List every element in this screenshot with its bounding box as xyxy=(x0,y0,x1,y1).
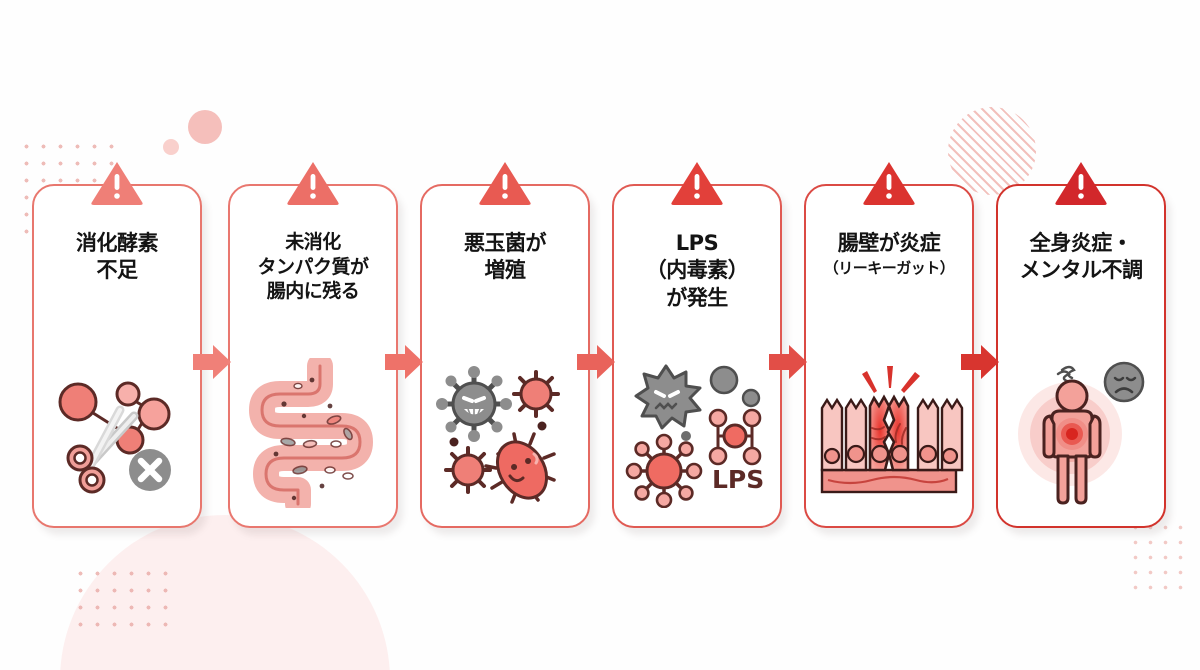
arrow-right-icon-3 xyxy=(577,345,615,379)
scissors-cutting-molecule-icon xyxy=(42,358,192,508)
intestine-icon xyxy=(238,358,388,508)
bad-bacteria-icon xyxy=(430,358,580,508)
flow-step-card-3[interactable]: 悪玉菌が 増殖 xyxy=(420,162,590,528)
warning-triangle-icon xyxy=(478,160,532,206)
warning-triangle-icon xyxy=(286,160,340,206)
flow-step-card-5[interactable]: 腸壁が炎症 （リーキーガット） xyxy=(804,162,974,528)
inflamed-person-icon xyxy=(1006,358,1156,508)
leaky-gut-wall-icon xyxy=(814,358,964,508)
lps-endotoxin-icon: LPS xyxy=(622,358,772,508)
flow-step-card-6[interactable]: 全身炎症・ メンタル不調 xyxy=(996,162,1166,528)
flow-step-card-2[interactable]: 未消化 タンパク質が 腸内に残る xyxy=(228,162,398,528)
step-title: 悪玉菌が 増殖 xyxy=(464,231,547,283)
step-title: 全身炎症・ メンタル不調 xyxy=(1019,231,1144,283)
flow-step-card-1[interactable]: 消化酵素 不足 xyxy=(32,162,202,528)
step-title: LPS （内毒素） が発生 xyxy=(645,231,749,310)
lps-art-label: LPS xyxy=(712,465,764,494)
step-subtitle: （リーキーガット） xyxy=(823,259,955,278)
step-title: 腸壁が炎症 xyxy=(837,231,941,255)
step-title: 消化酵素 不足 xyxy=(76,231,159,283)
arrow-right-icon-4 xyxy=(769,345,807,379)
arrow-right-icon-5 xyxy=(961,345,999,379)
arrow-right-icon-1 xyxy=(193,345,231,379)
warning-triangle-icon xyxy=(1054,160,1108,206)
flow-step-card-4[interactable]: LPS （内毒素） が発生 xyxy=(612,162,782,528)
arrow-right-icon-2 xyxy=(385,345,423,379)
warning-triangle-icon xyxy=(670,160,724,206)
warning-triangle-icon xyxy=(862,160,916,206)
warning-triangle-icon xyxy=(90,160,144,206)
step-title: 未消化 タンパク質が 腸内に残る xyxy=(257,231,369,303)
